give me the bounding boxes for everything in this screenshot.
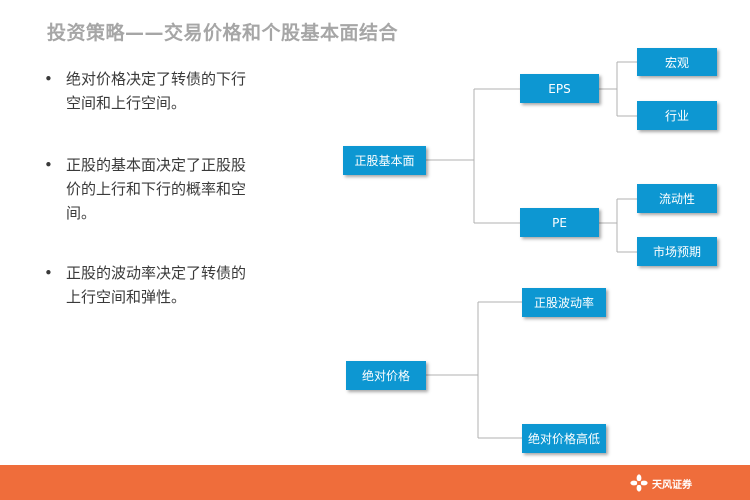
slide-title: 投资策略——交易价格和个股基本面结合	[47, 22, 399, 44]
bullet-line: 间。	[66, 204, 97, 222]
company-logo: 天风证券	[630, 474, 692, 492]
node-fundamentals: 正股基本面	[343, 146, 426, 175]
bullet-line: 价的上行和下行的概率和空	[66, 180, 247, 198]
bullet-item: • 正股的基本面决定了正股股 价的上行和下行的概率和空 间。	[44, 153, 294, 225]
bullet-line: 绝对价格决定了转债的下行	[66, 70, 247, 88]
connector-pe	[599, 198, 637, 253]
connector-eps	[599, 61, 637, 117]
footer-bar	[0, 465, 750, 500]
node-liquidity: 流动性	[637, 184, 717, 213]
node-volatility: 正股波动率	[522, 288, 606, 317]
bullet-item: • 正股的波动率决定了转债的 上行空间和弹性。	[44, 261, 294, 309]
node-absolute-price: 绝对价格	[346, 361, 426, 390]
logo-flower-icon	[630, 474, 648, 492]
bullet-dot: •	[44, 70, 53, 88]
bullet-dot: •	[44, 156, 53, 174]
bullet-line: 正股的基本面决定了正股股	[66, 156, 247, 174]
node-macro: 宏观	[637, 48, 717, 76]
node-eps: EPS	[520, 74, 599, 103]
bullet-item: • 绝对价格决定了转债的下行 空间和上行空间。	[44, 67, 294, 115]
bullet-dot: •	[44, 264, 53, 282]
logo-text: 天风证券	[652, 479, 692, 491]
node-industry: 行业	[637, 101, 717, 130]
node-price-level: 绝对价格高低	[522, 424, 606, 453]
bullet-line: 正股的波动率决定了转债的	[66, 264, 247, 282]
node-pe: PE	[520, 208, 599, 237]
bullet-line: 上行空间和弹性。	[66, 288, 187, 306]
connector-fundamentals	[426, 88, 520, 224]
node-market-expectation: 市场预期	[637, 237, 717, 266]
bullet-line: 空间和上行空间。	[66, 94, 187, 112]
connector-price	[426, 301, 522, 439]
